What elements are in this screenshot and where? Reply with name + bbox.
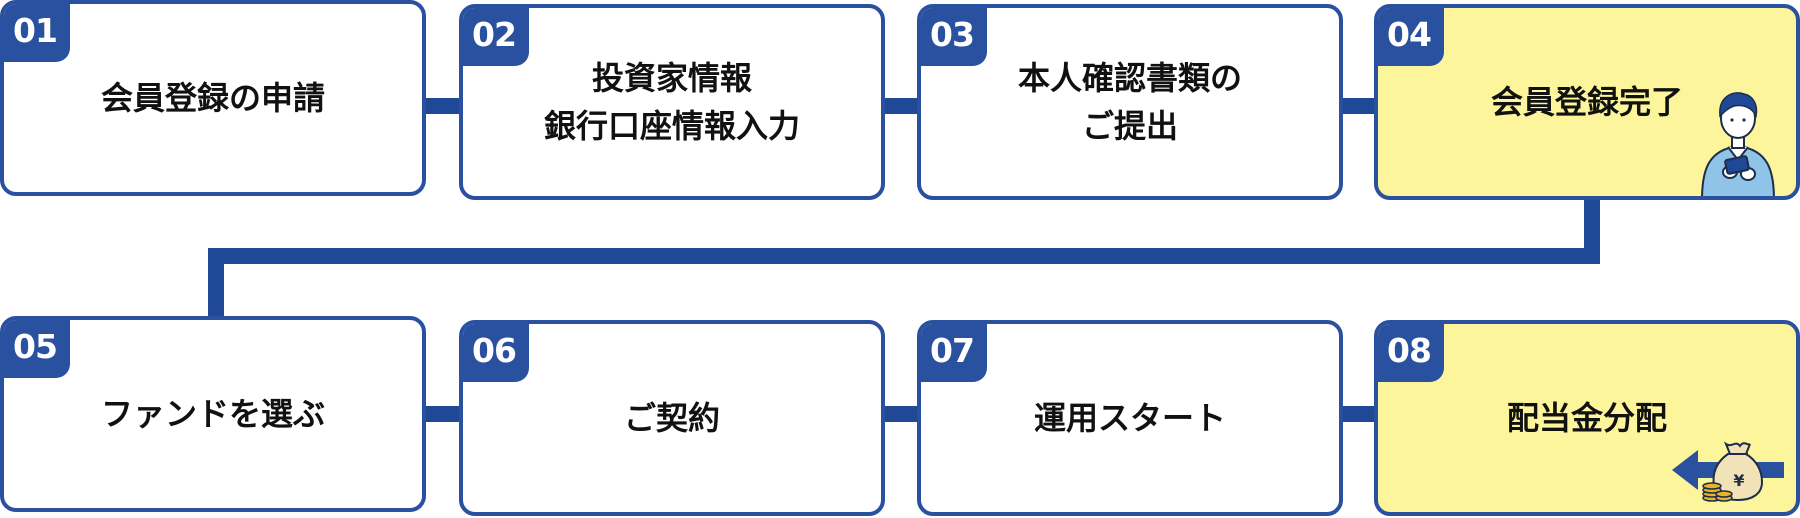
step-07: 07 運用スタート [917, 320, 1343, 516]
step-number-badge: 04 [1378, 8, 1444, 66]
step-label-line: 会員登録完了 [1490, 83, 1683, 121]
step-number-badge: 03 [921, 8, 987, 66]
step-number-badge: 01 [4, 4, 70, 62]
step-label-line: ご提出 [1081, 107, 1178, 145]
step-number-badge: 07 [921, 324, 987, 382]
step-label: 運用スタート [921, 394, 1339, 442]
step-label: 配当金分配 [1378, 394, 1796, 442]
person-with-smartphone-icon [1701, 92, 1775, 196]
money-bag-with-coins-icon: ¥ [1672, 441, 1784, 502]
step-label-line: 投資家情報 [591, 59, 752, 97]
connector-07-08 [1343, 406, 1374, 422]
step-label-line: 配当金分配 [1506, 399, 1667, 437]
connector-01-02 [426, 98, 459, 114]
coin-stack [1702, 482, 1733, 502]
step-label: ご契約 [463, 394, 881, 442]
step-02: 02 投資家情報 銀行口座情報入力 [459, 4, 885, 200]
step-06: 06 ご契約 [459, 320, 885, 516]
step-number-badge: 05 [4, 320, 70, 378]
step-label-line: 会員登録の申請 [100, 79, 325, 117]
connector-02-03 [885, 98, 917, 114]
step-label-line: 運用スタート [1033, 399, 1226, 437]
step-08: 08 配当金分配 ¥ [1374, 320, 1800, 516]
step-label: 会員登録完了 [1378, 78, 1796, 126]
yen-symbol: ¥ [1733, 471, 1744, 490]
connector-05-06 [426, 406, 459, 422]
step-number-badge: 06 [463, 324, 529, 382]
step-number-badge: 08 [1378, 324, 1444, 382]
step-03: 03 本人確認書類の ご提出 [917, 4, 1343, 200]
step-number-badge: 02 [463, 8, 529, 66]
step-label-line: ファンドを選ぶ [100, 395, 325, 433]
connector-06-07 [885, 406, 917, 422]
step-label: 投資家情報 銀行口座情報入力 [463, 54, 881, 150]
step-label-line: 本人確認書類の [1017, 59, 1242, 97]
connector-03-04 [1343, 98, 1374, 114]
step-label-line: ご契約 [623, 399, 720, 437]
step-04: 04 会員登録完了 [1374, 4, 1800, 200]
step-label: ファンドを選ぶ [4, 390, 422, 438]
step-label: 会員登録の申請 [4, 74, 422, 122]
step-label: 本人確認書類の ご提出 [921, 54, 1339, 150]
step-label-line: 銀行口座情報入力 [543, 107, 800, 145]
step-05: 05 ファンドを選ぶ [0, 316, 426, 512]
connector-04-05-up [208, 248, 224, 318]
connector-04-05-horizontal [208, 248, 1600, 264]
connector-04-05-down [1584, 198, 1600, 254]
step-01: 01 会員登録の申請 [0, 0, 426, 196]
